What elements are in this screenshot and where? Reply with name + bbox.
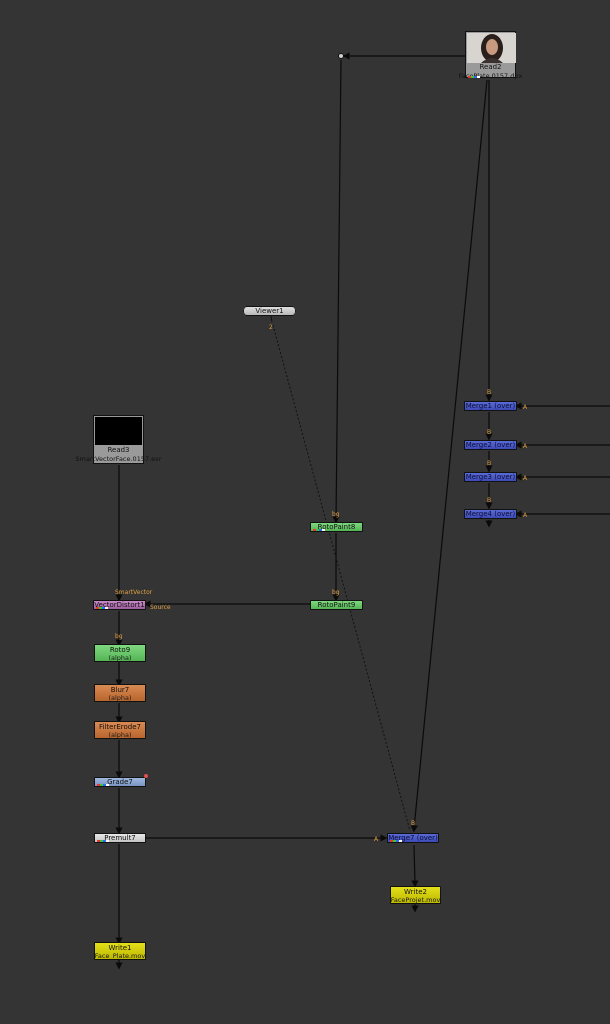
viewer1-label: Viewer1 xyxy=(255,307,284,315)
vectordistort1-node[interactable]: VectorDistort1 xyxy=(93,600,146,610)
grade7-node[interactable]: Grade7 xyxy=(94,777,146,787)
read2-label: Read2 xyxy=(479,63,502,71)
vectordistort1-input-source: Source xyxy=(150,604,171,611)
merge3-input-b: B xyxy=(487,460,492,467)
read2-file: FacePlate.0157.dpx xyxy=(458,72,523,80)
write2-label: Write2 xyxy=(404,888,427,896)
wire-viewer-dotted xyxy=(272,324,411,832)
viewer1-node[interactable]: Viewer1 xyxy=(243,306,296,316)
read3-node[interactable]: Read3 SmartVectorFace.0157.exr xyxy=(75,415,162,464)
read2-node[interactable]: Read2 FacePlate.0157.dpx xyxy=(459,31,522,80)
merge2-input-b: B xyxy=(487,429,492,436)
rotopaint8-label: RotoPaint8 xyxy=(317,523,356,531)
merge3-input-a: A xyxy=(523,475,528,482)
grade7-label: Grade7 xyxy=(107,778,133,786)
channel-indicator xyxy=(390,840,402,842)
roto9-label: Roto9 xyxy=(109,646,131,654)
premult7-node[interactable]: Premult7 xyxy=(94,833,146,843)
merge7-node[interactable]: Merge7 (over) xyxy=(387,833,439,843)
merge4-node[interactable]: Merge4 (over) xyxy=(464,509,517,519)
merge2-label: Merge2 (over) xyxy=(465,441,516,449)
filtererode7-label: FilterErode7 xyxy=(99,723,141,731)
black-thumbnail xyxy=(95,417,142,445)
write1-label: Write1 xyxy=(108,944,132,952)
rotopaint9-label: RotoPaint9 xyxy=(317,601,356,609)
channel-indicator xyxy=(97,840,109,842)
filtererode7-node[interactable]: FilterErode7 (alpha) xyxy=(94,721,146,739)
wire-dot-rotopaint8 xyxy=(332,59,342,524)
roto9-node[interactable]: Roto9 (alpha) xyxy=(94,644,146,662)
merge1-input-a: A xyxy=(523,404,528,411)
channel-indicator xyxy=(468,76,480,78)
write1-file: Face_Plate.mov xyxy=(94,952,146,960)
write2-node[interactable]: Write2 FaceProjet.mov xyxy=(390,886,441,904)
dot-node[interactable] xyxy=(338,53,344,59)
read3-label: Read3 xyxy=(107,446,130,454)
merge1-input-b: B xyxy=(487,389,492,396)
roto9-input: bg xyxy=(115,633,123,640)
channel-indicator xyxy=(96,607,108,609)
face-thumbnail-icon xyxy=(467,33,516,63)
rotopaint8-node[interactable]: RotoPaint8 xyxy=(310,522,363,532)
merge4-label: Merge4 (over) xyxy=(465,510,516,518)
viewer1-input-label: 2 xyxy=(269,324,273,331)
filtererode7-channel: (alpha) xyxy=(108,731,132,739)
merge3-label: Merge3 (over) xyxy=(465,473,516,481)
merge7-input-a: A xyxy=(374,836,379,843)
merge7-input-b: B xyxy=(411,820,416,827)
rotopaint9-input: bg xyxy=(332,589,340,596)
blur7-label: Blur7 xyxy=(110,686,130,694)
mask-marker-icon xyxy=(144,774,148,778)
merge4-input-a: A xyxy=(523,512,528,519)
rotopaint8-input: bg xyxy=(332,511,340,518)
read3-file: SmartVectorFace.0157.exr xyxy=(75,455,162,463)
merge1-node[interactable]: Merge1 (over) xyxy=(464,401,517,411)
blur7-channel: (alpha) xyxy=(108,694,132,702)
merge4-input-b: B xyxy=(487,497,492,504)
channel-indicator xyxy=(313,529,325,531)
channel-indicator xyxy=(97,784,109,786)
write2-file: FaceProjet.mov xyxy=(390,896,441,904)
roto9-channel: (alpha) xyxy=(108,654,132,662)
blur7-node[interactable]: Blur7 (alpha) xyxy=(94,684,146,702)
vectordistort1-label: VectorDistort1 xyxy=(94,601,145,609)
merge3-node[interactable]: Merge3 (over) xyxy=(464,472,517,482)
write1-node[interactable]: Write1 Face_Plate.mov xyxy=(94,942,146,960)
vectordistort1-input-smartvector: SmartVector xyxy=(115,589,153,596)
premult7-label: Premult7 xyxy=(104,834,136,842)
merge2-input-a: A xyxy=(523,443,528,450)
merge1-label: Merge1 (over) xyxy=(465,402,516,410)
merge2-node[interactable]: Merge2 (over) xyxy=(464,440,517,450)
wire-read2-merge7 xyxy=(410,79,488,833)
merge7-label: Merge7 (over) xyxy=(388,834,438,842)
rotopaint9-node[interactable]: RotoPaint9 xyxy=(310,600,363,610)
